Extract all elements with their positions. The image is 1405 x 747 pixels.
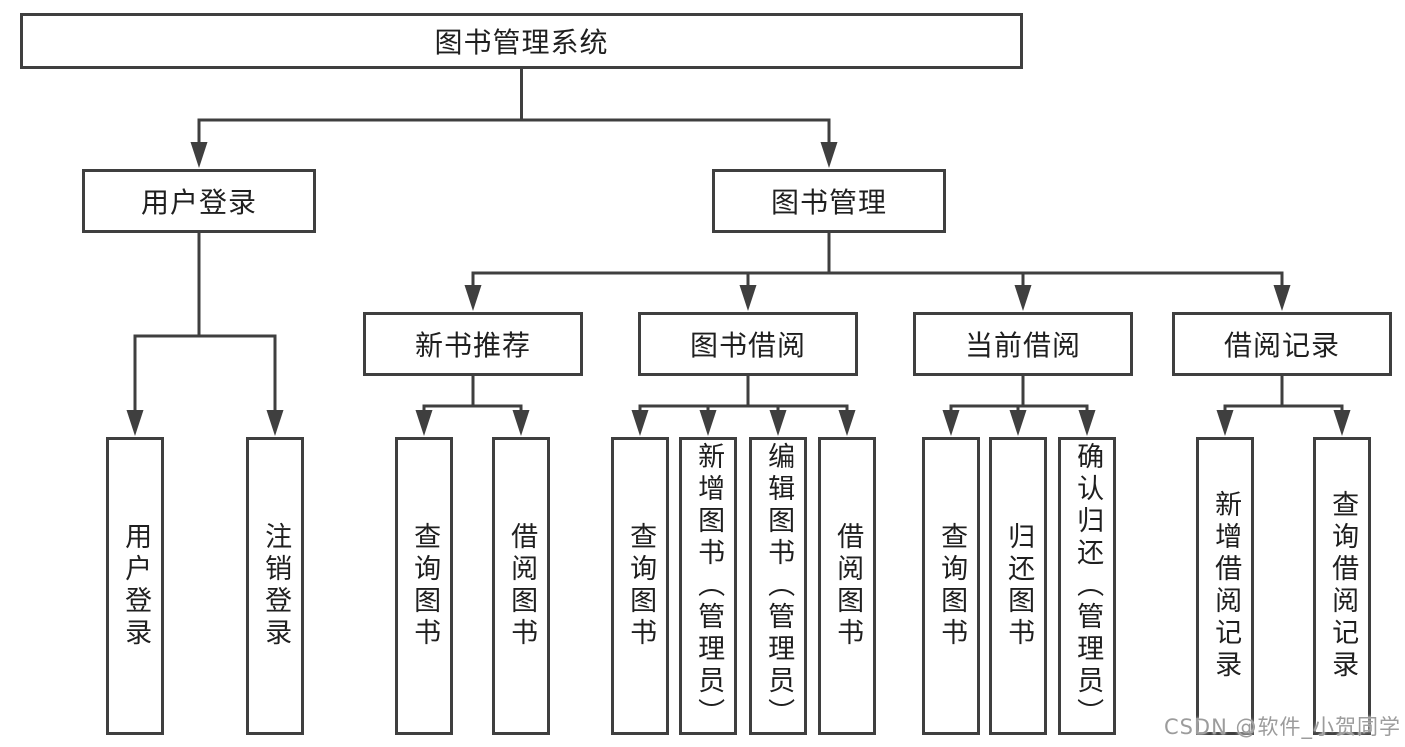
leaf-query-borrow-record: 查询借阅记录 [1313,437,1371,735]
node-borrowing-records: 借阅记录 [1172,312,1392,376]
node-user-login-label: 用户登录 [140,186,257,219]
watermark: CSDN @软件_小贺同学 [1164,711,1401,741]
leaf-return-books-label: 归还图书 [1003,522,1035,650]
node-book-management-label: 图书管理 [770,186,887,219]
leaf-edit-book-admin: 编辑图书（管理员） [749,437,807,735]
leaf-user-login: 用户登录 [106,437,164,735]
leaf-edit-book-admin-label: 编辑图书（管理员） [763,442,795,730]
node-new-book-recommendation-label: 新书推荐 [414,329,531,362]
leaf-add-book-admin-label: 新增图书（管理员） [693,442,725,730]
leaf-borrow-books-borrowing-label: 借阅图书 [832,522,864,650]
connector-new-book-children [415,374,530,436]
leaf-query-books-borrowing-label: 查询图书 [625,522,657,650]
leaf-return-books: 归还图书 [989,437,1047,735]
connector-book-borrowing-children [631,374,856,436]
connector-book-management-children [464,231,1291,311]
leaf-query-books-recommend: 查询图书 [395,437,453,735]
leaf-confirm-return-admin: 确认归还（管理员） [1058,437,1116,735]
node-current-borrowing-label: 当前借阅 [964,329,1081,362]
leaf-query-books-current-label: 查询图书 [936,522,968,650]
node-current-borrowing: 当前借阅 [913,312,1133,376]
connector-user-login-children [126,231,284,436]
node-user-login: 用户登录 [82,169,316,233]
connector-root-to-level2 [190,67,838,168]
leaf-user-login-label: 用户登录 [120,522,152,650]
leaf-add-borrow-record: 新增借阅记录 [1196,437,1254,735]
node-book-borrowing: 图书借阅 [638,312,858,376]
node-book-management: 图书管理 [712,169,946,233]
connector-borrowing-records-children [1216,374,1351,436]
connector-current-borrowing-children [942,374,1096,436]
leaf-logout-label: 注销登录 [260,522,292,650]
leaf-query-books-borrowing: 查询图书 [611,437,669,735]
leaf-query-books-current: 查询图书 [922,437,980,735]
leaf-borrow-books-recommend: 借阅图书 [492,437,550,735]
leaf-add-book-admin: 新增图书（管理员） [679,437,737,735]
node-root-label: 图书管理系统 [434,26,609,59]
leaf-borrow-books-recommend-label: 借阅图书 [506,522,538,650]
node-new-book-recommendation: 新书推荐 [363,312,583,376]
leaf-borrow-books-borrowing: 借阅图书 [818,437,876,735]
node-root: 图书管理系统 [20,13,1023,69]
node-book-borrowing-label: 图书借阅 [689,329,806,362]
node-borrowing-records-label: 借阅记录 [1223,329,1340,362]
leaf-confirm-return-admin-label: 确认归还（管理员） [1072,442,1104,730]
leaf-logout: 注销登录 [246,437,304,735]
leaf-query-borrow-record-label: 查询借阅记录 [1327,490,1359,682]
leaf-query-books-recommend-label: 查询图书 [409,522,441,650]
watermark-text: CSDN @软件_小贺同学 [1163,715,1401,739]
leaf-add-borrow-record-label: 新增借阅记录 [1210,490,1242,682]
